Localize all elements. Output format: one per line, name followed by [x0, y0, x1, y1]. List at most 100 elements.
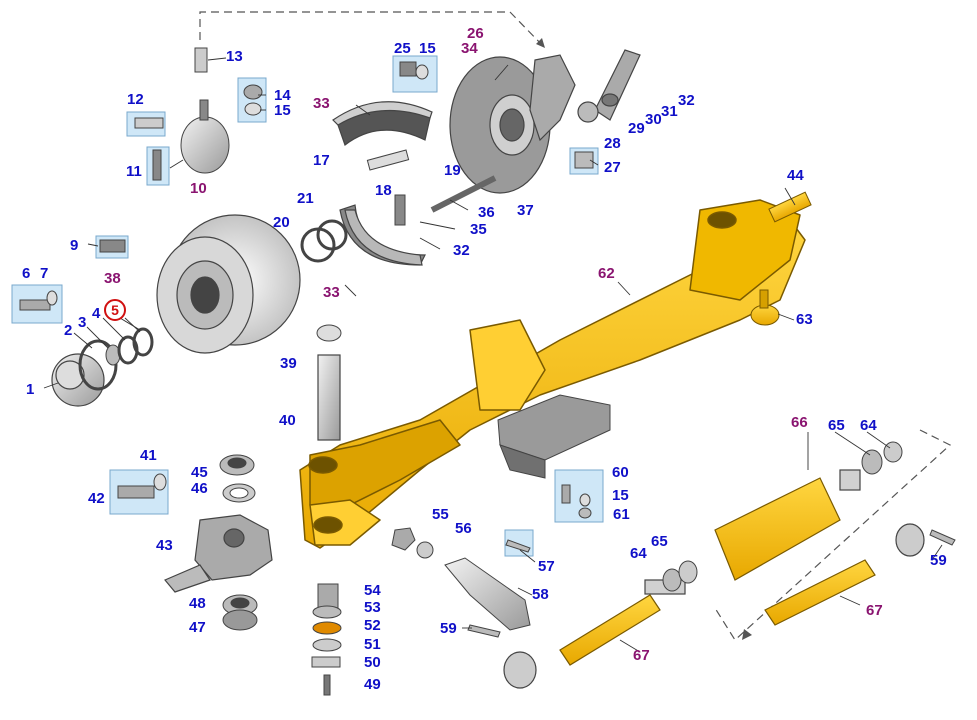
- label-51: 51: [364, 636, 381, 653]
- label-6: 6: [22, 265, 31, 282]
- label-33b: 33: [323, 284, 340, 301]
- bearing-48: [222, 594, 258, 616]
- steering-knuckle-43: [164, 514, 273, 593]
- label-39: 39: [280, 355, 297, 372]
- label-55: 55: [432, 506, 449, 523]
- ring-5: [132, 327, 154, 357]
- label-38: 38: [104, 270, 121, 287]
- label-52: 52: [364, 617, 381, 634]
- label-48: 48: [189, 595, 206, 612]
- tie-rod-67: [503, 523, 925, 689]
- stub-shaft-44: [768, 191, 812, 223]
- label-12: 12: [127, 91, 144, 108]
- label-25: 25: [394, 40, 411, 57]
- label-4: 4: [92, 305, 101, 322]
- label-65a: 65: [828, 417, 845, 434]
- assembly-arrow-top: [199, 11, 546, 49]
- small-hardware: [19, 61, 594, 519]
- label-54: 54: [364, 582, 381, 599]
- arrow-head: [536, 38, 545, 48]
- label-10: 10: [190, 180, 207, 197]
- label-66: 66: [791, 414, 808, 431]
- label-44: 44: [787, 167, 804, 184]
- label-59b: 59: [930, 552, 947, 569]
- ball-joint-63: [750, 289, 780, 326]
- cotter-pin-59-left: [467, 624, 501, 638]
- brake-chamber-10: [180, 99, 230, 174]
- cotter-pin-59: [929, 529, 956, 546]
- label-3: 3: [78, 314, 87, 331]
- label-46: 46: [191, 480, 208, 497]
- label-15c: 15: [612, 487, 629, 504]
- label-33a: 33: [313, 95, 330, 112]
- label-50: 50: [364, 654, 381, 671]
- gasket-2: [78, 339, 118, 391]
- label-42: 42: [88, 490, 105, 507]
- label-9: 9: [70, 237, 79, 254]
- label-65b: 65: [651, 533, 668, 550]
- king-pin-40: [317, 354, 341, 441]
- label-56: 56: [455, 520, 472, 537]
- lever-58: [444, 557, 531, 631]
- leader-5: [124, 317, 141, 333]
- label-61: 61: [613, 506, 630, 523]
- label-14: 14: [274, 87, 291, 104]
- label-21: 21: [297, 190, 314, 207]
- label-26: 26: [467, 25, 484, 42]
- brake-shoe-upper-33: [332, 101, 433, 146]
- label-37: 37: [517, 202, 534, 219]
- pin-stack-49-54: [311, 583, 342, 696]
- cap-39: [316, 324, 342, 342]
- label-64b: 64: [630, 545, 647, 562]
- clip-11: [152, 149, 162, 181]
- label-41: 41: [140, 447, 157, 464]
- label-59a: 59: [440, 620, 457, 637]
- label-63: 63: [796, 311, 813, 328]
- label-67a: 67: [633, 647, 650, 664]
- label-64a: 64: [860, 417, 877, 434]
- label-67b: 67: [866, 602, 883, 619]
- label-36: 36: [478, 204, 495, 221]
- label-45: 45: [191, 464, 208, 481]
- axle-support-bracket: [497, 394, 611, 479]
- backing-plate-34: [449, 56, 551, 194]
- label-20: 20: [273, 214, 290, 231]
- camshaft-36: [430, 175, 497, 213]
- label-58: 58: [532, 586, 549, 603]
- seal-47: [222, 609, 258, 631]
- label-57: 57: [538, 558, 555, 575]
- label-5: 5: [104, 299, 126, 321]
- label-62: 62: [598, 265, 615, 282]
- label-40: 40: [279, 412, 296, 429]
- brake-drum-38: [156, 214, 301, 354]
- label-32a: 32: [678, 92, 695, 109]
- label-53: 53: [364, 599, 381, 616]
- bearing-45: [219, 454, 255, 476]
- label-1: 1: [26, 381, 35, 398]
- label-32b: 32: [453, 242, 470, 259]
- clevis-pin-12: [134, 117, 164, 129]
- label-31: 31: [661, 103, 678, 120]
- label-15a: 15: [274, 102, 291, 119]
- label-49: 49: [364, 676, 381, 693]
- label-7: 7: [40, 265, 49, 282]
- label-19: 19: [444, 162, 461, 179]
- hub-cap-1: [51, 353, 105, 407]
- clevis-13: [194, 47, 208, 73]
- label-43: 43: [156, 537, 173, 554]
- label-29: 29: [628, 120, 645, 137]
- label-28: 28: [604, 135, 621, 152]
- label-13: 13: [226, 48, 243, 65]
- label-17: 17: [313, 152, 330, 169]
- arrow-head-right: [742, 629, 752, 640]
- steering-knuckle-26: [529, 54, 576, 142]
- label-15b: 15: [419, 40, 436, 57]
- pin-57: [505, 539, 531, 553]
- label-2: 2: [64, 322, 73, 339]
- leader-lines: [43, 57, 943, 653]
- label-35: 35: [470, 221, 487, 238]
- label-27: 27: [604, 159, 621, 176]
- label-30: 30: [645, 111, 662, 128]
- washer-56: [416, 541, 434, 559]
